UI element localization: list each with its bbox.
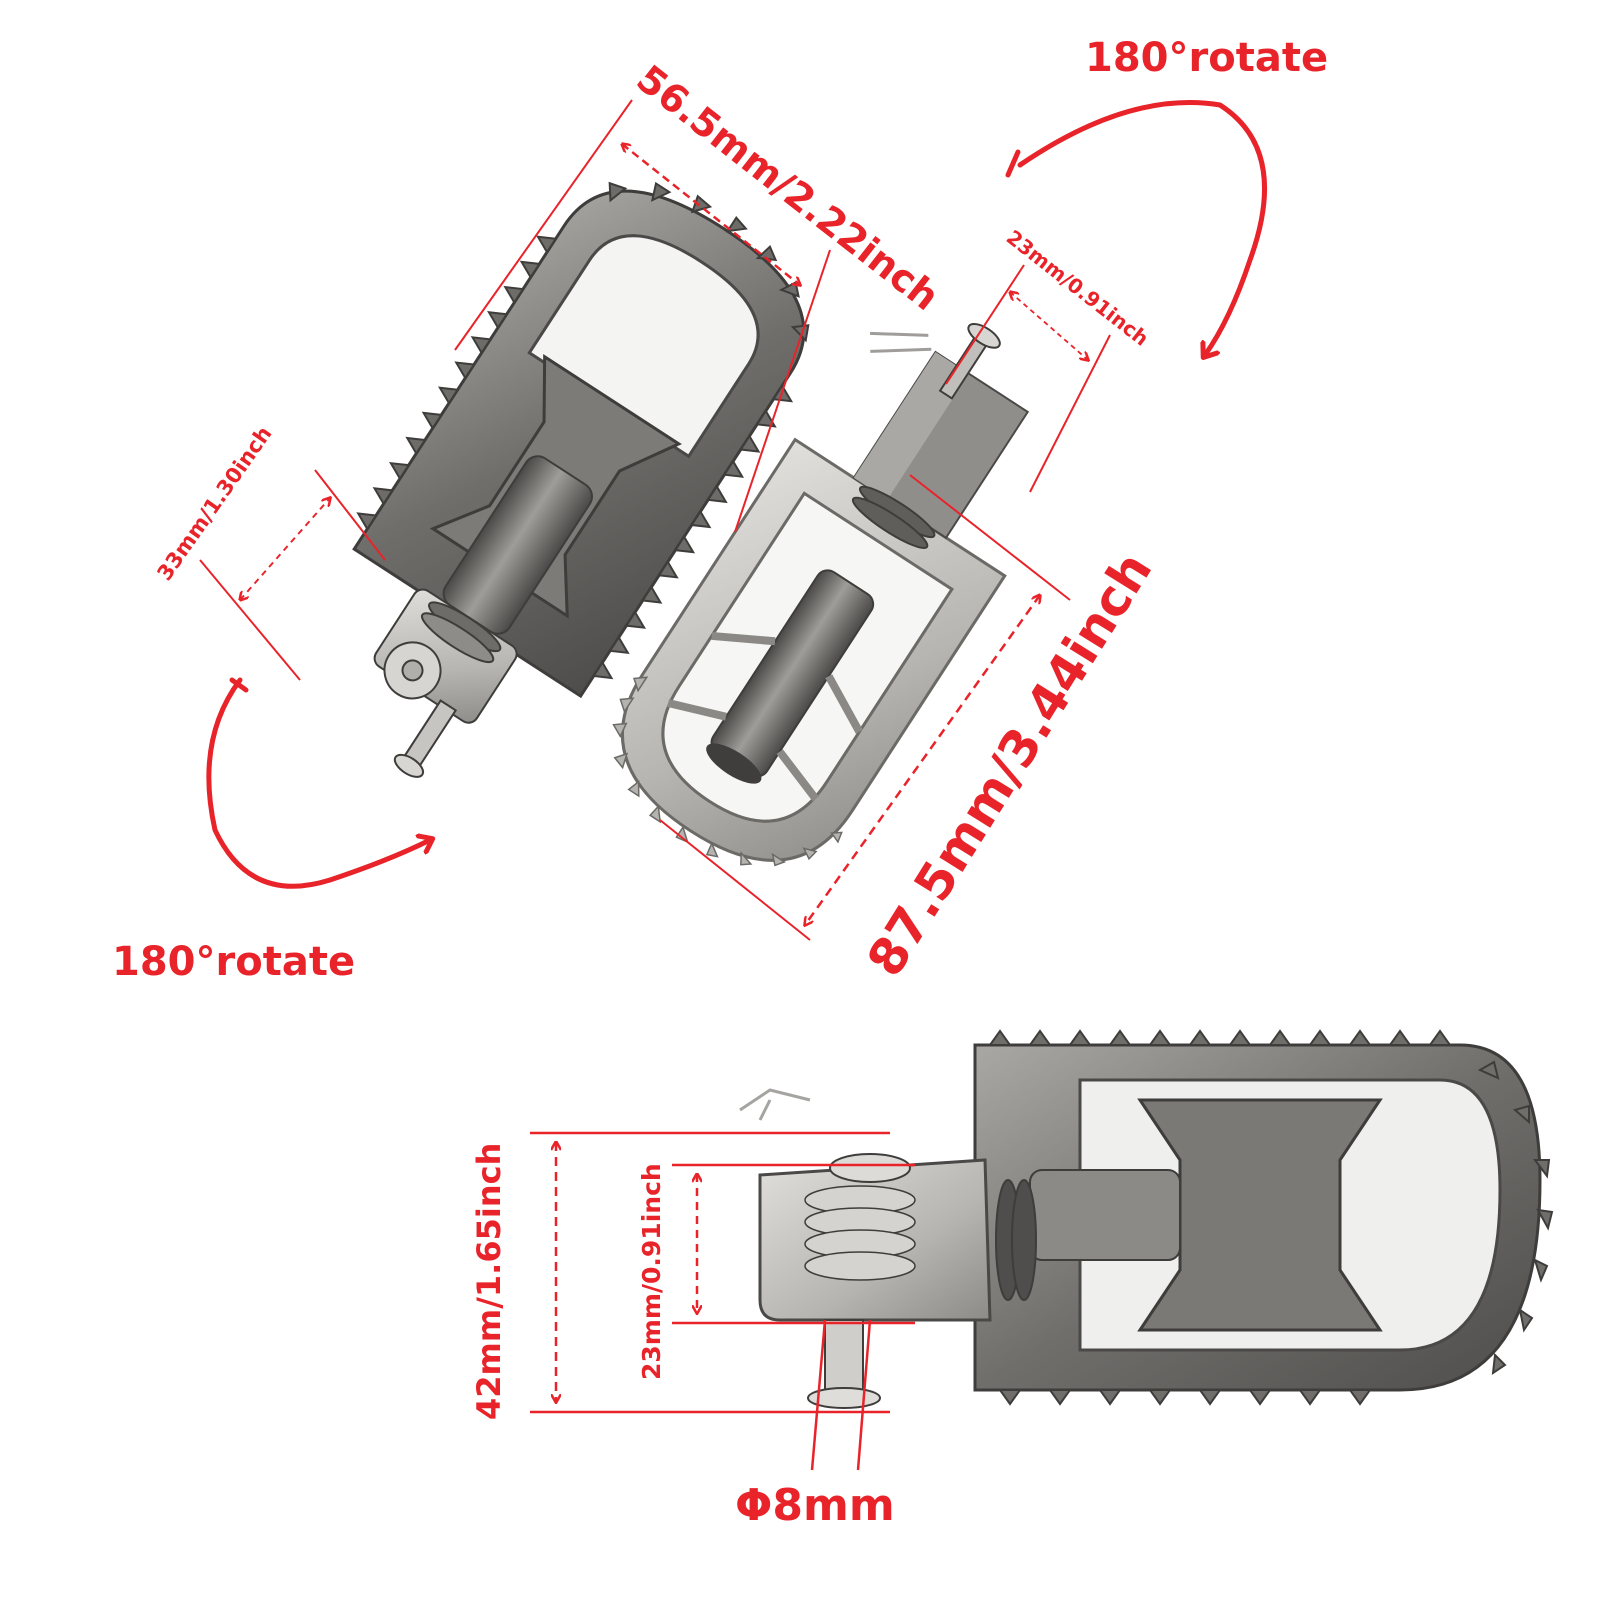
dimension-bolt-diameter: Φ8mm xyxy=(735,1319,895,1531)
rotate-indicator-bottom: 180°rotate xyxy=(112,677,430,985)
label-mount-width: 33mm/1.30inch xyxy=(152,422,276,585)
label-rotate-top: 180°rotate xyxy=(1085,35,1328,81)
rotate-indicator-top: 180°rotate xyxy=(1005,35,1328,355)
footpeg-top-view xyxy=(352,181,810,778)
dimension-clevis-side: 23mm/0.91inch xyxy=(637,1163,915,1380)
label-clevis-side: 23mm/0.91inch xyxy=(637,1163,666,1380)
label-height-side: 42mm/1.65inch xyxy=(470,1143,508,1420)
dimension-mount-width: 33mm/1.30inch xyxy=(152,422,386,681)
footpeg-side-view xyxy=(739,1029,1554,1409)
dimension-height-side: 42mm/1.65inch xyxy=(470,1131,890,1420)
label-rotate-bottom: 180°rotate xyxy=(112,939,355,985)
label-pin-gap-top: 23mm/0.91inch xyxy=(1002,225,1153,351)
label-bolt-diameter: Φ8mm xyxy=(735,1480,895,1531)
